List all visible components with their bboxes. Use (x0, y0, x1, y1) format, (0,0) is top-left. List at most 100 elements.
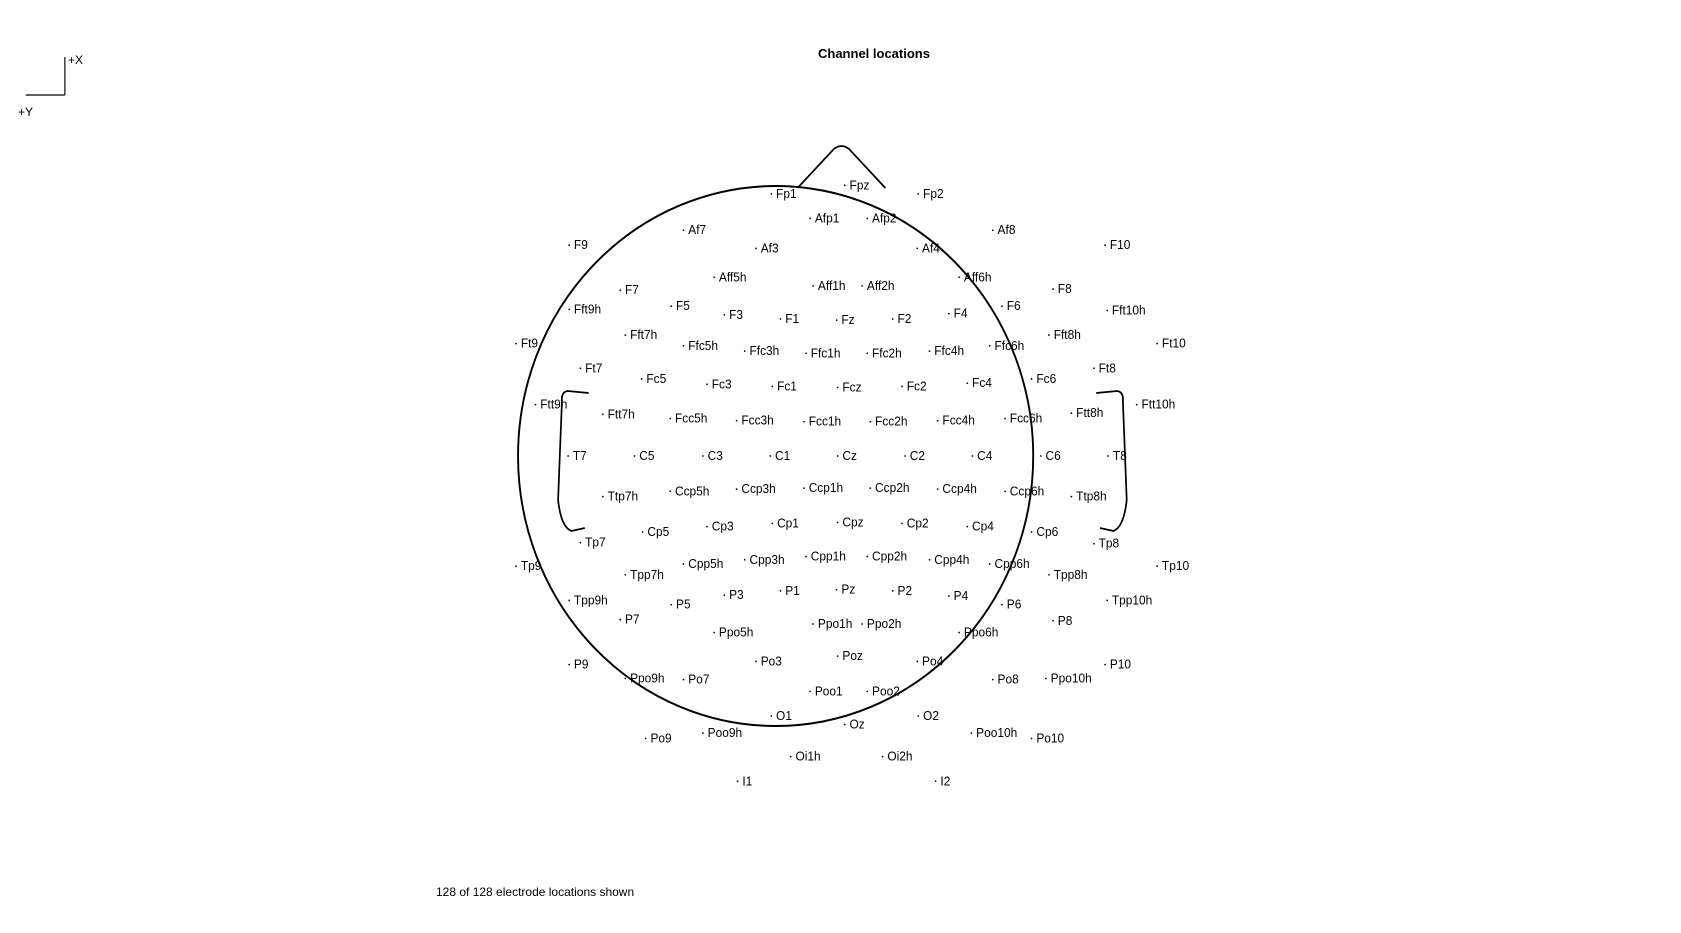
electrode-dot (1048, 573, 1050, 576)
electrode-dot (682, 344, 685, 347)
electrode-label: P2 (898, 584, 913, 598)
electrode-ppo6h: Ppo6h (958, 625, 998, 640)
electrode-fcz: Fcz (836, 380, 862, 395)
electrode-dot (771, 522, 774, 525)
electrode-label: Fft7h (630, 328, 657, 342)
electrode-f7: F7 (619, 283, 639, 297)
figure-title: Channel locations (818, 46, 930, 61)
electrode-dot (1135, 403, 1138, 406)
electrode-dot (934, 780, 937, 783)
electrode-dot (743, 350, 746, 353)
electrode-label: Fc1 (777, 379, 797, 393)
electrode-label: Tpp10h (1112, 593, 1152, 607)
electrode-dot (1093, 367, 1095, 370)
electrode-dot (743, 558, 746, 561)
electrode-dot (836, 386, 839, 389)
electrode-dot (1106, 599, 1108, 602)
electrode-dot (916, 660, 919, 663)
electrode-dot (789, 755, 792, 758)
electrode-dot (736, 780, 739, 783)
electrode-label: Tpp8h (1054, 568, 1088, 582)
electrode-dot (835, 319, 838, 322)
electrode-label: Ttp8h (1076, 489, 1106, 503)
electrode-label: Ftt8h (1076, 406, 1103, 420)
electrode-label: Fc6 (1036, 372, 1056, 386)
electrode-dot (958, 631, 960, 634)
electrode-afp1: Afp1 (809, 211, 840, 226)
electrode-fcc1h: Fcc1h (803, 415, 841, 429)
electrode-label: Po9 (650, 731, 671, 745)
electrode-label: Ft9 (521, 336, 538, 350)
electrode-p10: P10 (1104, 657, 1131, 672)
axis-indicator (25, 57, 66, 96)
electrode-dot (861, 623, 863, 625)
electrode-cp6: Cp6 (1030, 525, 1058, 539)
electrode-tpp9h: Tpp9h (568, 593, 608, 608)
electrode-label: Ppo10h (1051, 671, 1092, 685)
electrode-dot (619, 618, 622, 621)
electrode-ftt8h: Ftt8h (1070, 406, 1103, 420)
electrode-c4: C4 (971, 449, 993, 463)
electrode-dot (805, 555, 807, 558)
electrode-dot (568, 663, 571, 666)
left-ear (557, 390, 589, 532)
electrode-label: F6 (1007, 299, 1021, 313)
electrode-p8: P8 (1052, 614, 1073, 628)
electrode-fft10h: Fft10h (1106, 303, 1146, 318)
electrode-fc4: Fc4 (966, 376, 992, 390)
electrode-dot (1004, 490, 1006, 493)
nose (796, 145, 886, 189)
electrode-dot (917, 192, 920, 195)
electrode-dot (1093, 542, 1095, 545)
electrode-tp10: Tp10 (1156, 559, 1189, 573)
electrode-o2: O2 (917, 709, 939, 723)
electrode-dot (1104, 244, 1106, 247)
electrode-c6: C6 (1039, 449, 1061, 463)
electrode-label: Fft10h (1112, 303, 1146, 317)
electrode-dot (682, 563, 685, 565)
electrode-label: F2 (898, 312, 912, 326)
electrode-f8: F8 (1052, 282, 1072, 296)
electrode-dot (1070, 412, 1073, 415)
axis-y-label: +Y (18, 105, 34, 119)
electrode-aff2h: Aff2h (861, 279, 895, 293)
electrode-label: F7 (625, 283, 639, 297)
electrode-dot (771, 385, 774, 388)
electrode-c2: C2 (904, 449, 925, 463)
electrode-dot (713, 276, 715, 279)
electrode-label: Cp4 (972, 519, 994, 533)
electrode-label: Fcc3h (741, 413, 773, 427)
electrode-label: P9 (574, 657, 589, 671)
electrode-label: Ffc3h (750, 344, 780, 358)
electrode-dot (682, 678, 685, 681)
electrode-dot (881, 755, 884, 758)
electrode-ccp5h: Ccp5h (669, 484, 709, 498)
electrode-label: Ccp3h (741, 482, 775, 496)
electrode-po7: Po7 (682, 672, 710, 687)
electrode-label: Ft7 (585, 361, 602, 375)
electrode-ffc6h: Ffc6h (988, 339, 1025, 353)
electrode-dot (836, 521, 839, 524)
electrode-label: Tp10 (1162, 559, 1189, 573)
electrode-ffc4h: Ffc4h (928, 344, 964, 358)
electrode-label: Cpp4h (934, 553, 969, 567)
electrode-ffc5h: Ffc5h (682, 339, 718, 353)
electrode-fcc4h: Fcc4h (936, 413, 975, 428)
electrode-label: Ttp7h (608, 489, 638, 503)
electrode-tpp8h: Tpp8h (1048, 568, 1088, 582)
electrode-cpp4h: Cpp4h (928, 553, 969, 567)
electrode-ppo2h: Ppo2h (861, 617, 901, 631)
electrode-ccp1h: Ccp1h (803, 481, 843, 495)
electrode-dot (869, 487, 872, 489)
electrode-i1: I1 (736, 774, 753, 788)
electrode-label: Af4 (922, 241, 940, 255)
electrode-dot (1030, 531, 1033, 533)
electrode-cpp5h: Cpp5h (682, 557, 723, 571)
electrode-poo1: Poo1 (809, 684, 843, 698)
electrode-ftt10h: Ftt10h (1135, 397, 1175, 412)
electrode-label: Ffc6h (995, 339, 1025, 353)
electrode-label: Po8 (998, 672, 1019, 686)
electrode-label: Afp2 (872, 211, 897, 225)
electrode-ccp2h: Ccp2h (869, 481, 910, 495)
electrode-label: Fft9h (574, 302, 601, 316)
